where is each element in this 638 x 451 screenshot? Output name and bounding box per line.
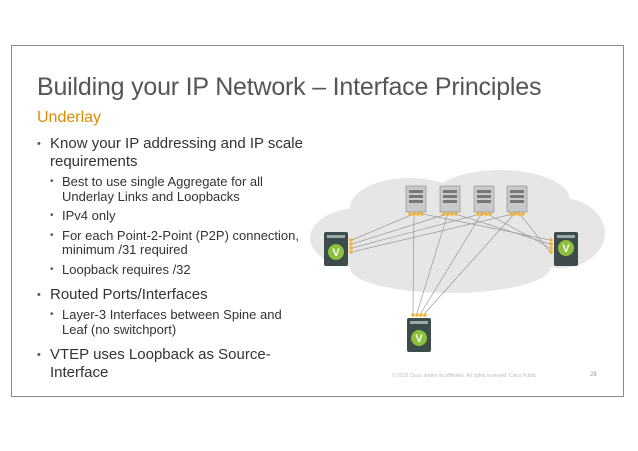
vtep-badge-bottom: V (415, 333, 423, 345)
spine-switch-3 (473, 185, 495, 216)
leaf-switch-left: V (324, 232, 353, 266)
vtep-badge-right: V (562, 243, 570, 255)
sub-bullet-p2p: For each Point-2-Point (P2P) connection,… (37, 228, 307, 258)
sub-bullet-loopback: Loopback requires /32 (37, 262, 307, 278)
sub-bullet-aggregate: Best to use single Aggregate for all Und… (37, 174, 307, 204)
network-diagram: V V V (310, 170, 605, 352)
slide-subtitle: Underlay (37, 109, 102, 126)
bullet-vtep-loopback: VTEP uses Loopback as Source-Interface (37, 346, 307, 382)
slide-title: Building your IP Network – Interface Pri… (37, 73, 542, 101)
leaf-switch-right: V (549, 232, 578, 266)
bullet-routed-ports: Routed Ports/Interfaces (37, 286, 307, 304)
copyright-footer: © 2018 Cisco and/or its affiliates. All … (392, 373, 537, 379)
page-number: 28 (590, 372, 597, 378)
leaf-switch-bottom: V (407, 313, 431, 352)
spine-switch-4 (506, 185, 528, 216)
spine-switch-2 (439, 185, 461, 216)
vtep-badge-left: V (332, 247, 340, 259)
fabric-links (351, 212, 551, 314)
spine-switch-1 (405, 185, 427, 216)
sub-bullet-layer3: Layer-3 Interfaces between Spine and Lea… (37, 307, 307, 337)
bullet-list: Know your IP addressing and IP scale req… (37, 135, 307, 386)
sub-bullet-ipv4: IPv4 only (37, 208, 307, 224)
bullet-ip-addressing: Know your IP addressing and IP scale req… (37, 135, 307, 171)
